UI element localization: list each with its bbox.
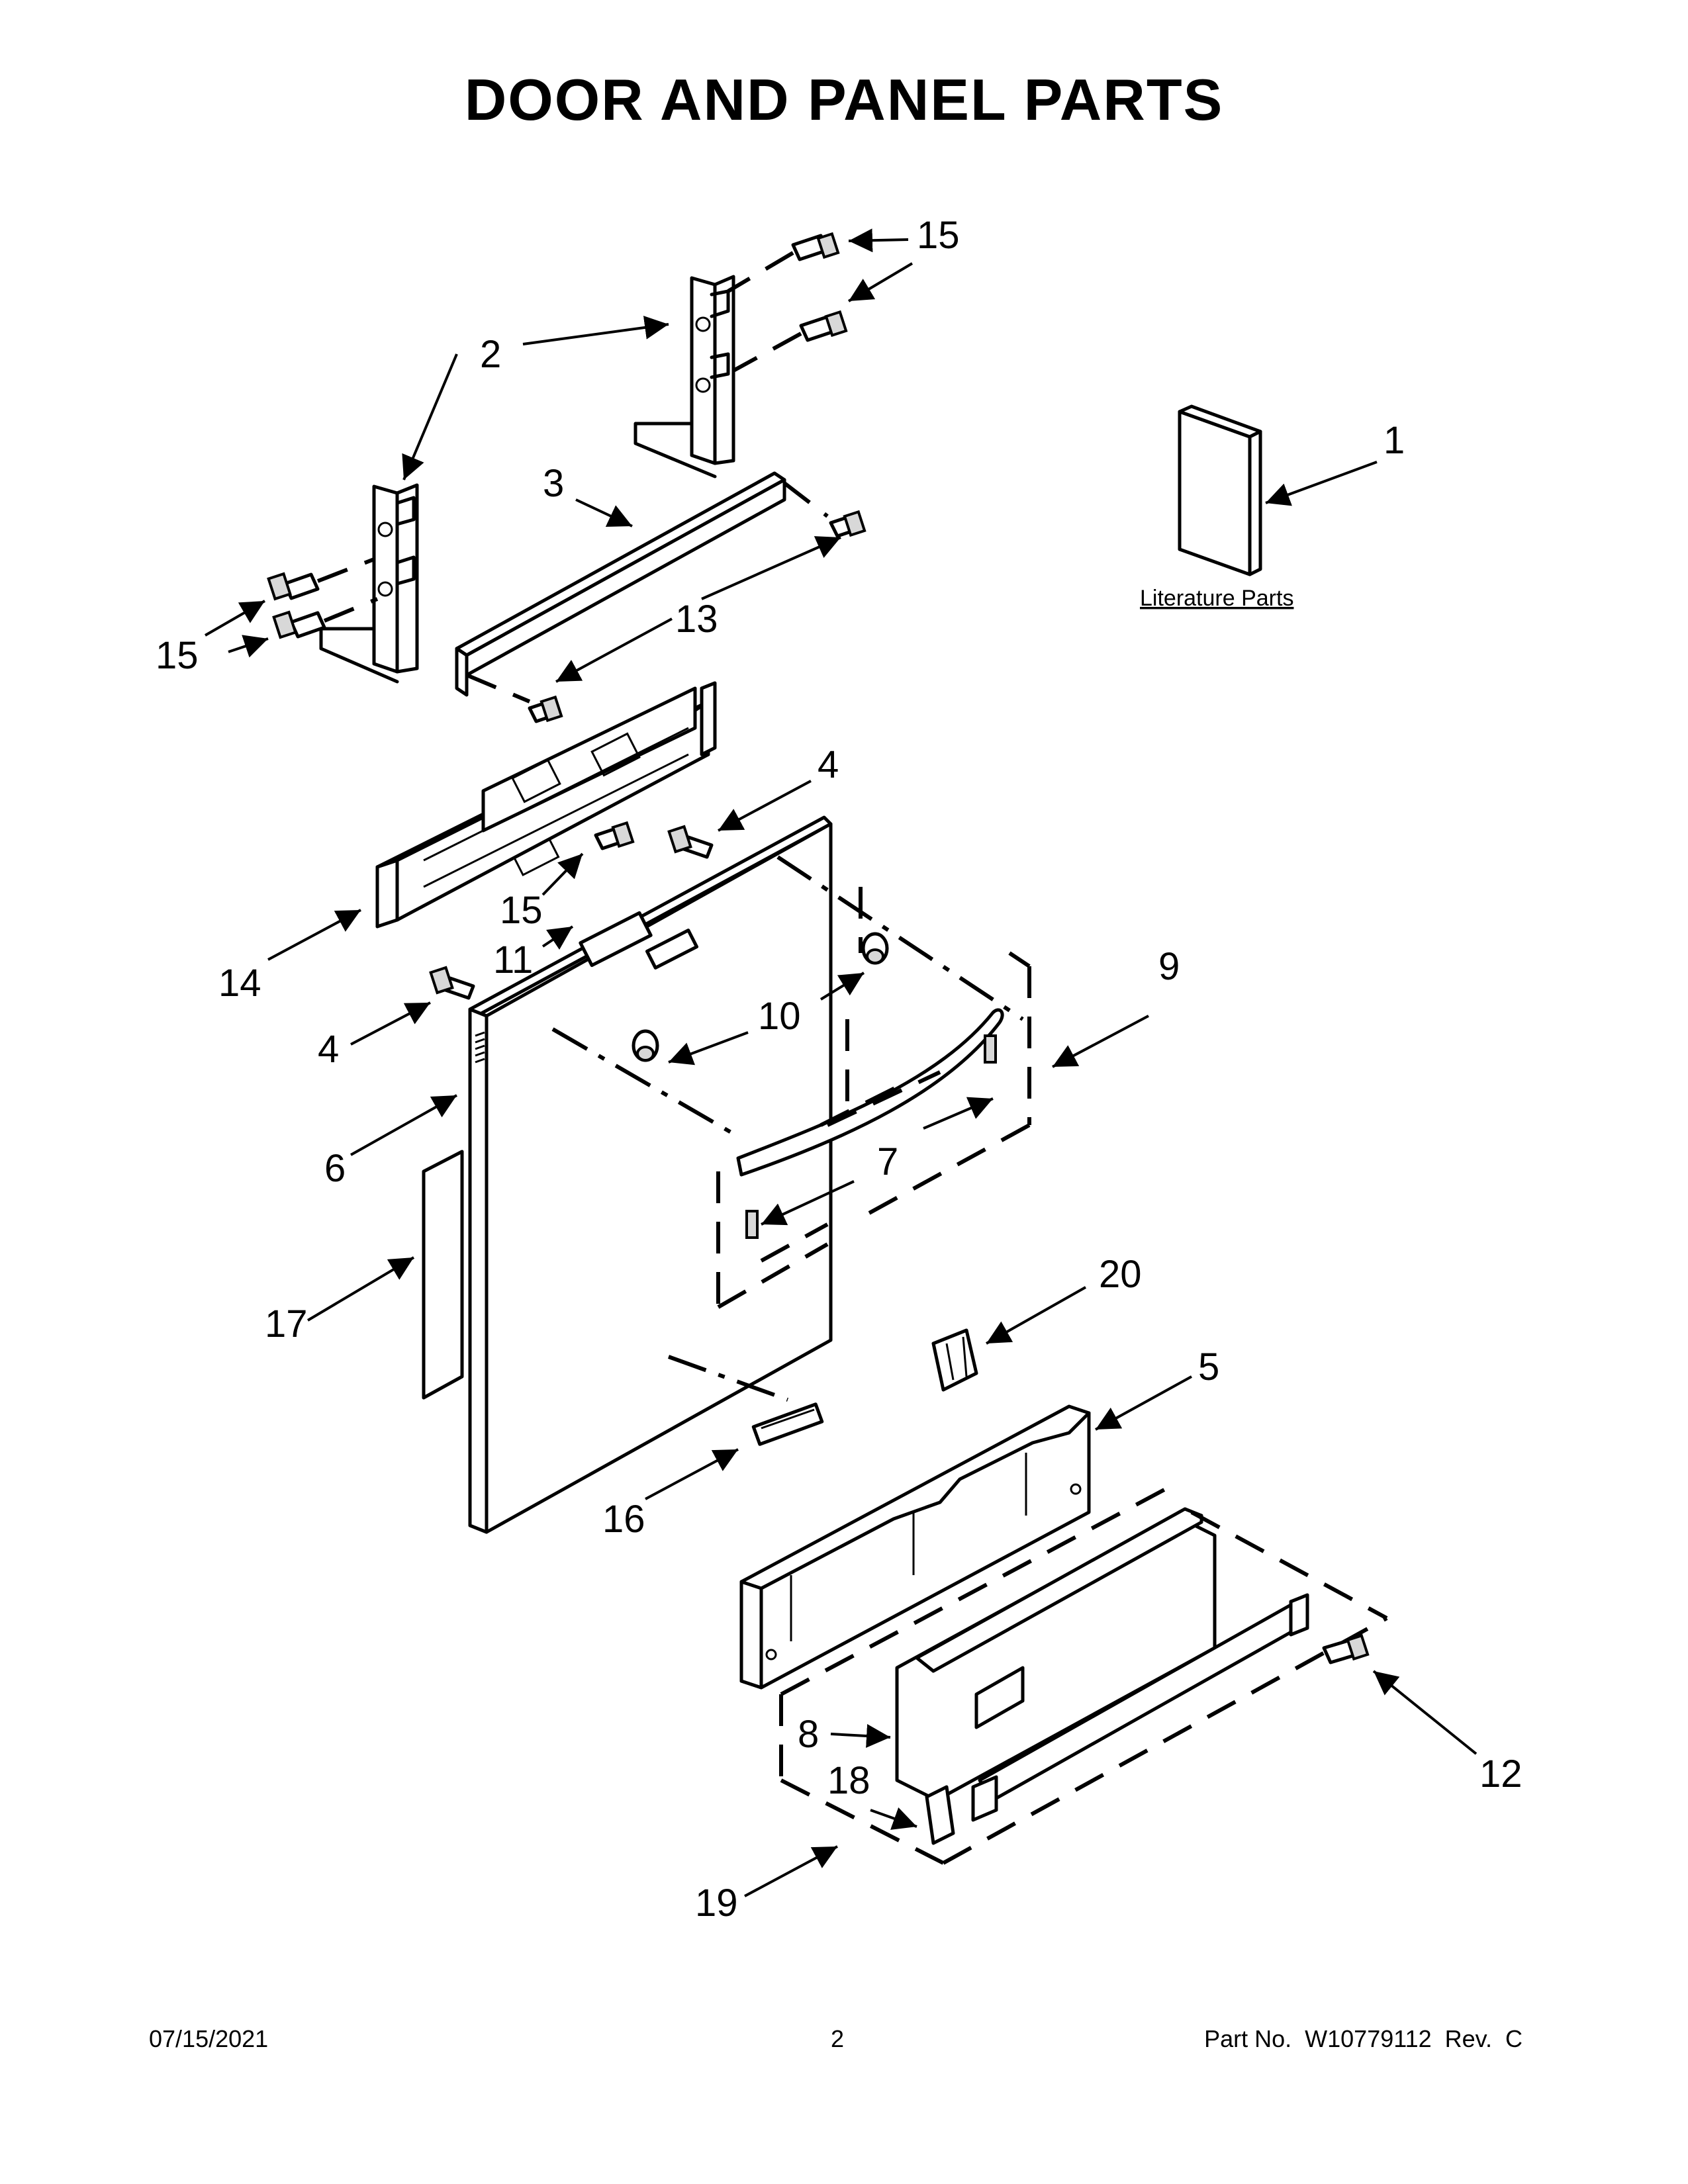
callout-4-upper: 4 [818, 743, 839, 786]
toe-panel-insulation [895, 1507, 1217, 1802]
callout-3: 3 [543, 462, 564, 505]
handle-mount-left [632, 1029, 659, 1062]
footer-date: 07/15/2021 [149, 2025, 269, 2052]
callout-4-lower: 4 [318, 1028, 339, 1071]
callout-6: 6 [324, 1147, 346, 1190]
callout-8: 8 [798, 1713, 819, 1756]
panel-screw [594, 821, 635, 850]
toe-panel-screw [1322, 1633, 1370, 1664]
door-channel [455, 471, 829, 704]
literature-parts-booklet [1178, 404, 1378, 576]
callout-11: 11 [493, 938, 533, 981]
access-panel [739, 1404, 1091, 1690]
toe-panel-clip [931, 1328, 978, 1392]
callout-16: 16 [602, 1498, 645, 1541]
callout-20: 20 [1099, 1253, 1142, 1296]
callout-15-middle: 15 [500, 889, 543, 932]
callout-7: 7 [877, 1140, 898, 1183]
hinge-screw-lower-2 [272, 597, 379, 639]
callout-10: 10 [758, 995, 801, 1038]
door-handle [736, 1008, 1004, 1177]
callout-13: 13 [675, 598, 718, 641]
callout-17: 17 [265, 1302, 308, 1345]
right-hinge-bracket [633, 275, 735, 478]
footer-part-number: Part No. W10779112 Rev. C [1204, 2025, 1523, 2052]
brand-badge [751, 1402, 824, 1446]
callout-15-upper: 15 [917, 214, 960, 257]
callout-12: 12 [1479, 1752, 1523, 1796]
callout-19: 19 [695, 1882, 738, 1925]
outer-door-panel [468, 815, 833, 1534]
callout-15-left: 15 [156, 634, 199, 677]
door-latch-opening [579, 911, 653, 968]
door-gasket [422, 1150, 464, 1400]
handle-mount-right [861, 932, 889, 965]
handle-setscrew-left [745, 1210, 759, 1239]
channel-screw-2 [528, 695, 563, 723]
channel-screw-1 [829, 510, 867, 538]
callout-18: 18 [827, 1759, 870, 1802]
callout-2: 2 [480, 333, 501, 376]
toe-panel-bracket [925, 1785, 955, 1845]
callout-1: 1 [1383, 419, 1405, 462]
page-title: DOOR AND PANEL PARTS [464, 67, 1224, 132]
toe-panel [971, 1593, 1309, 1822]
callout-5: 5 [1198, 1345, 1219, 1388]
handle-setscrew-right [984, 1034, 997, 1064]
door-screw-left [429, 966, 475, 1000]
control-panel [375, 681, 717, 929]
hinge-screw-upper-1 [727, 232, 840, 293]
door-screw-right [667, 825, 714, 859]
hinge-screw-upper-2 [732, 310, 848, 373]
callout-9: 9 [1158, 945, 1180, 988]
footer-page-number: 2 [831, 2025, 845, 2052]
callout-14: 14 [218, 962, 261, 1005]
door-vent-slots [475, 1031, 485, 1064]
hinge-screw-lower-1 [267, 557, 375, 601]
literature-parts-label: Literature Parts [1140, 586, 1293, 611]
left-hinge-bracket [319, 483, 419, 684]
